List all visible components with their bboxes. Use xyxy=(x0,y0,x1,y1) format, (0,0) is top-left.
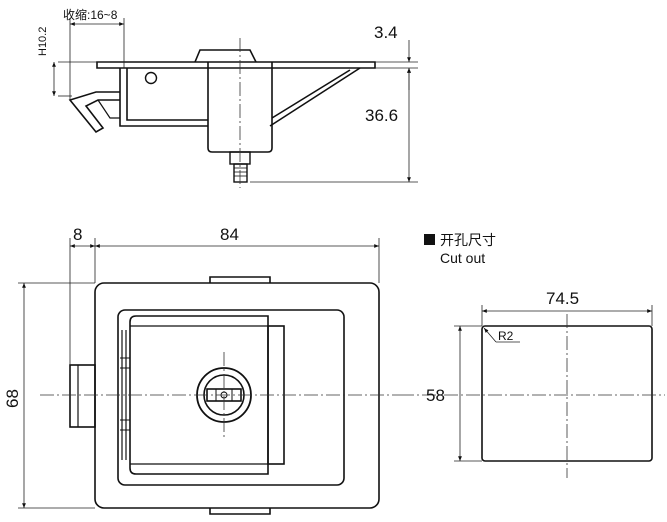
side-view: H10.2 收缩:16~8 3.4 36.6 xyxy=(37,7,418,188)
housing-slope xyxy=(269,67,361,127)
rivet-hole xyxy=(144,71,158,85)
thickness-3-4-label: 3.4 xyxy=(374,23,398,42)
top-boss xyxy=(194,49,257,63)
height-68-label: 68 xyxy=(3,389,22,408)
cutout-title-en: Cut out xyxy=(440,250,485,266)
cutout-title-cn: 开孔尺寸 xyxy=(440,232,496,248)
bottom-tab xyxy=(209,508,271,515)
offset-8-label: 8 xyxy=(73,225,82,244)
retract-label: 收缩:16~8 xyxy=(63,7,118,22)
flange-plate xyxy=(96,61,376,69)
height-10-2-label: H10.2 xyxy=(37,27,49,56)
housing-body xyxy=(119,68,208,127)
cutout-view: 开孔尺寸 Cut out 74.5 58 R2 xyxy=(400,232,665,478)
width-84-label: 84 xyxy=(220,225,239,244)
cutout-width-label: 74.5 xyxy=(546,289,579,308)
radius-label: R2 xyxy=(498,329,514,343)
inner-recess xyxy=(117,309,345,486)
latch-bolt xyxy=(69,364,96,428)
shaft-screw xyxy=(233,163,248,183)
latch-tongue xyxy=(68,91,120,134)
cutout-height-label: 58 xyxy=(426,386,445,405)
front-view: 8 84 68 xyxy=(3,225,400,515)
height-36-6-label: 36.6 xyxy=(365,106,398,125)
legend-square xyxy=(424,234,435,245)
handle-plate xyxy=(129,315,269,475)
top-tab xyxy=(209,276,271,283)
